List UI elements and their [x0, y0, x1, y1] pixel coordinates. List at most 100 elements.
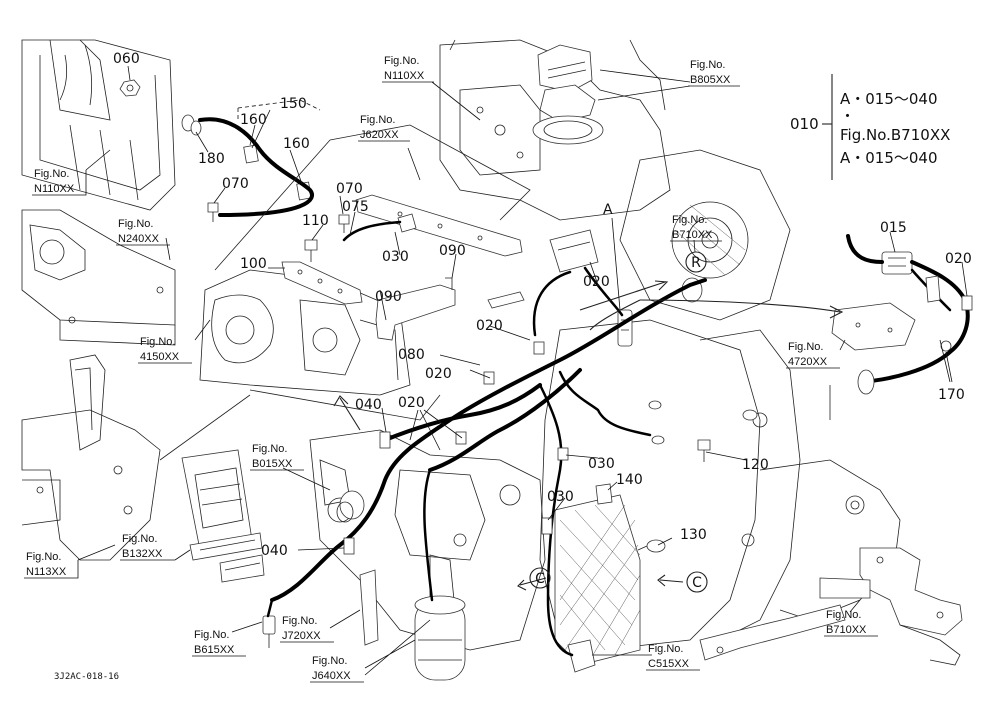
- svg-text:B015XX: B015XX: [252, 458, 293, 470]
- fig-ref-b710-right: Fig.No. B710XX: [824, 609, 878, 637]
- connector-icon: [567, 639, 596, 673]
- svg-text:Fig.No.: Fig.No.: [360, 114, 395, 126]
- svg-text:B615XX: B615XX: [194, 644, 235, 656]
- wiring-harness: [198, 117, 973, 657]
- svg-text:Fig.No.: Fig.No.: [194, 629, 229, 641]
- part-120-bolt-icon: [697, 439, 711, 462]
- fig-ref-b015: Fig.No. B015XX: [250, 443, 304, 471]
- callout-150: 150: [280, 96, 307, 112]
- marker-r: R: [691, 255, 701, 271]
- sensor-icon: [617, 309, 633, 347]
- marker-r-circle: [685, 251, 707, 273]
- chassis-outlines: [21, 39, 963, 681]
- fig-ref-n110-top: Fig.No. N110XX: [382, 55, 434, 83]
- part-060-nut-icon: [119, 79, 141, 97]
- part-020-clamp-icon: [961, 295, 973, 311]
- part-070-bolt-icon: [207, 202, 219, 222]
- legend-number: 010: [790, 115, 819, 133]
- markers: R C C: [529, 251, 708, 593]
- fig-ref-b805: Fig.No. B805XX: [688, 59, 740, 87]
- part-110-bolt-icon: [304, 239, 318, 262]
- svg-text:Fig.No.: Fig.No.: [788, 341, 823, 353]
- part-070-bolt-icon: [338, 214, 350, 233]
- connector-icon: [925, 275, 941, 303]
- callout-040: 040: [355, 397, 382, 413]
- callout-080: 080: [398, 347, 425, 363]
- callout-030: 030: [547, 489, 574, 505]
- part-160-clamp-icon: [243, 144, 259, 164]
- fig-ref-4150: Fig.No. 4150XX: [138, 336, 192, 364]
- svg-text:J640XX: J640XX: [312, 670, 351, 682]
- svg-text:Fig.No.: Fig.No.: [672, 214, 707, 226]
- svg-text:Fig.No.: Fig.No.: [826, 609, 861, 621]
- svg-text:N113XX: N113XX: [26, 566, 67, 578]
- marker-c-circle: [686, 571, 708, 593]
- callout-180: 180: [198, 151, 225, 167]
- fig-ref-b615: Fig.No. B615XX: [192, 629, 246, 657]
- fig-ref-n240: Fig.No. N240XX: [116, 218, 170, 246]
- callout-060: 060: [113, 51, 140, 67]
- fig-ref-j620: Fig.No. J620XX: [358, 114, 410, 142]
- marker-c: C: [692, 575, 702, 591]
- svg-text:Fig.No.: Fig.No.: [384, 55, 419, 67]
- sensor-icon: [651, 435, 665, 445]
- part-180-grommet-icon: [181, 114, 202, 136]
- leader-lines: [77, 65, 968, 676]
- fig-j720-bracket-icon: [359, 569, 379, 646]
- svg-text:Fig.No.: Fig.No.: [140, 336, 175, 348]
- svg-text:B710XX: B710XX: [672, 229, 713, 241]
- fig-4720-plate-icon: [831, 302, 916, 351]
- part-030-clamp-icon: [557, 447, 569, 461]
- fig-ref-n110-left: Fig.No. N110XX: [32, 168, 87, 196]
- marker-c: C: [535, 571, 545, 587]
- part-170-clamp-icon: [940, 340, 952, 352]
- part-090-bracket-icon: [375, 284, 456, 341]
- callout-030: 030: [588, 456, 615, 472]
- callout-040: 040: [261, 543, 288, 559]
- legend-line-3: A・015～040: [840, 149, 938, 167]
- svg-text:J720XX: J720XX: [282, 630, 321, 642]
- parts: [119, 44, 952, 673]
- part-130-sensor-icon: [637, 539, 666, 553]
- part-100-bracket-icon: [281, 261, 363, 305]
- callout-020: 020: [398, 395, 425, 411]
- part-040-clamp-icon: [379, 431, 391, 449]
- svg-text:Fig.No.: Fig.No.: [26, 551, 61, 563]
- callout-a: A: [603, 202, 613, 218]
- callout-100: 100: [240, 256, 267, 272]
- callout-070: 070: [222, 176, 249, 192]
- callout-120: 120: [742, 457, 769, 473]
- figure-references: Fig.No. N110XX Fig.No. B805XX Fig.No. J6…: [24, 55, 878, 683]
- svg-text:Fig.No.: Fig.No.: [252, 443, 287, 455]
- callout-090: 090: [375, 289, 402, 305]
- svg-text:B710XX: B710XX: [826, 624, 867, 636]
- svg-text:N240XX: N240XX: [118, 233, 160, 245]
- grommet-icon: [857, 369, 875, 395]
- sensor-icon: [742, 409, 758, 421]
- svg-text:C515XX: C515XX: [648, 658, 690, 670]
- legend-line-1: A・015～040: [840, 90, 938, 108]
- callout-020: 020: [945, 251, 972, 267]
- svg-text:Fig.No.: Fig.No.: [118, 218, 153, 230]
- callout-160: 160: [240, 112, 267, 128]
- svg-text:B805XX: B805XX: [690, 74, 731, 86]
- callout-170: 170: [938, 387, 965, 403]
- svg-text:N110XX: N110XX: [384, 70, 425, 82]
- callout-160: 160: [283, 136, 310, 152]
- svg-text:4150XX: 4150XX: [140, 351, 180, 363]
- fig-ref-j640: Fig.No. J640XX: [310, 655, 364, 683]
- svg-text:B132XX: B132XX: [122, 548, 163, 560]
- callout-070: 070: [336, 181, 363, 197]
- svg-text:Fig.No.: Fig.No.: [312, 655, 347, 667]
- svg-text:N110XX: N110XX: [34, 183, 75, 195]
- fig-ref-j720: Fig.No. J720XX: [280, 615, 334, 643]
- callout-030: 030: [382, 249, 409, 265]
- marker-c-circle: [529, 567, 551, 589]
- svg-text:Fig.No.: Fig.No.: [34, 168, 69, 180]
- svg-text:Fig.No.: Fig.No.: [282, 615, 317, 627]
- legend: 010 A・015～040 ・ Fig.No.B710XX A・015～040: [790, 90, 950, 167]
- callout-020: 020: [583, 274, 610, 290]
- callout-110: 110: [302, 213, 329, 229]
- callout-015: 015: [880, 220, 907, 236]
